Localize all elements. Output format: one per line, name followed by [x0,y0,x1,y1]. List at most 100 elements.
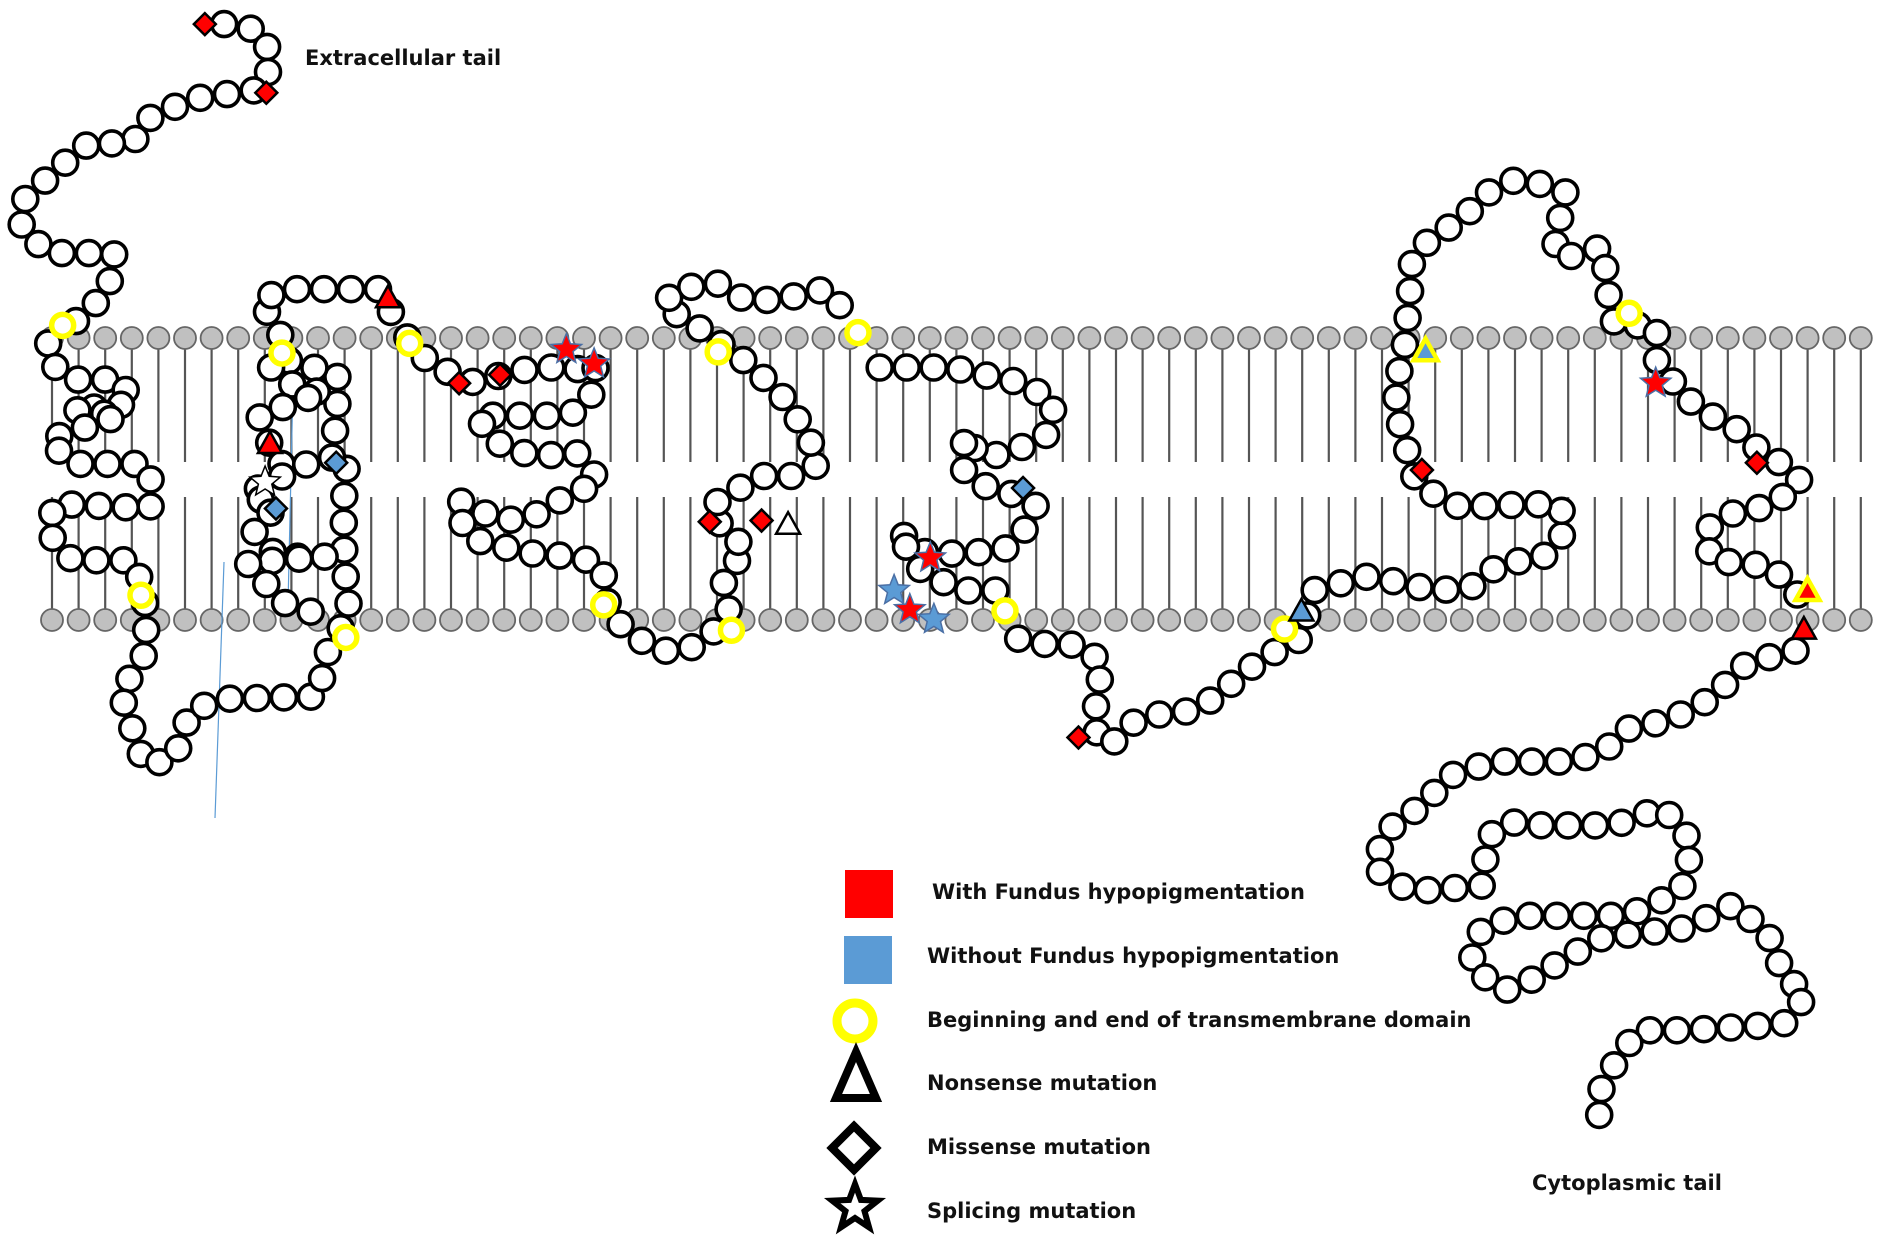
amino-acid-residue [1716,1013,1746,1042]
amino-acid-residue [1695,513,1725,542]
amino-acid-residue [726,283,756,312]
amino-acid-residue [1676,387,1706,416]
tm-boundary-ring-icon [395,329,424,358]
amino-acid-residue [93,449,122,479]
amino-acid-residue [1010,515,1039,544]
amino-acid-residue [1385,409,1415,439]
amino-acid-residue [1674,845,1704,875]
splicing-star-icon [892,591,927,625]
amino-acid-residue [242,683,272,713]
yellow-ring-icon [832,998,878,1044]
amino-acid-residue [50,148,80,177]
amino-acid-residue [651,636,681,666]
amino-acid-residue [724,527,753,557]
lipid-head [1529,608,1554,632]
amino-acid-residue [96,404,125,434]
amino-acid-residue [1471,845,1500,874]
amino-acid-residue [752,285,782,315]
missense-diamond-icon [263,495,289,522]
nonsense-triangle-icon [773,509,803,536]
amino-acid-residue [215,684,245,714]
amino-acid-residue [1499,166,1528,196]
missense-diamond-icon [446,370,472,396]
amino-acid-residue [467,409,497,439]
amino-acid-residue [136,492,165,521]
amino-acid-residue [1021,491,1050,521]
tm-boundary-ring-icon [268,339,296,367]
tm-boundary-ring-icon [589,591,618,619]
amino-acid-residue [776,461,806,491]
amino-acid-residue [71,131,101,160]
amino-acid-residue [1689,1014,1719,1044]
amino-acid-residue [627,626,657,656]
amino-acid-residue [1755,923,1784,953]
amino-acid-residue [257,280,286,310]
amino-acid-residue [1594,280,1623,310]
amino-acid-residue [1781,636,1810,666]
amino-acid-residue [1171,697,1201,726]
lipid-head [1449,326,1474,350]
amino-acid-residue [964,537,994,567]
amino-acid-residue [1352,562,1381,592]
amino-acid-residue [562,439,592,468]
amino-acid-residue [1467,871,1496,901]
amino-acid-residue [37,498,67,528]
lipid-head [1316,326,1341,350]
amino-acid-residue [111,492,140,522]
lipid-head [252,608,277,632]
lipid-head [1104,608,1128,632]
amino-acid-residue [1030,629,1059,659]
amino-acid-residue [99,240,129,269]
amino-acid-residue [121,124,150,154]
amino-acid-residue [518,539,548,568]
amino-acid-residue [1551,178,1580,207]
nonsense-triangle-icon [255,428,285,455]
amino-acid-residue [1672,821,1701,851]
amino-acid-residue [1517,965,1546,995]
amino-acid-residue [7,210,37,239]
lipid-head [1157,608,1182,632]
amino-acid-residue [545,486,575,515]
amino-acid-residue [1490,747,1520,776]
amino-acid-residue [1003,624,1033,654]
lipid-head [306,326,330,350]
lipid-head [1290,326,1315,350]
lipid-head [678,608,703,632]
amino-acid-residue [1057,630,1086,660]
amino-acid-residue [1542,901,1572,931]
amino-acid-residue [1691,903,1721,933]
lipid-head [1662,608,1687,632]
lipid-head [944,608,969,632]
lipid-head [1077,326,1102,350]
lipid-head [1609,608,1634,632]
amino-acid-residue [163,733,193,763]
amino-acid-residue [998,366,1028,396]
amino-acid-residue [1556,241,1586,271]
lipid-head [1157,326,1182,350]
amino-acid-residue [1022,377,1052,407]
amino-acid-residue [1365,857,1395,887]
amino-acid-residue [1698,402,1728,431]
amino-acid-residue [145,747,174,777]
tm-boundary-ring-icon [332,623,360,652]
amino-acid-residue [1300,575,1329,605]
amino-acid-residue [1400,796,1429,826]
lipid-head [1582,326,1607,350]
amino-acid-residue [1529,541,1559,571]
lipid-head [1050,326,1075,350]
amino-acid-residue [1080,642,1109,672]
amino-acid-residue [1615,1028,1644,1058]
amino-acid-residue [505,401,535,431]
lipid-head [1769,326,1793,350]
amino-acid-residue [558,398,588,428]
lipid-head [1848,608,1873,632]
amino-acid-residue [1420,778,1449,808]
amino-acid-residue [40,352,70,382]
amino-acid-residue [296,597,326,627]
triangle-icon [829,1041,883,1102]
amino-acid-residue [805,276,835,305]
amino-acid-residue [1714,547,1744,577]
amino-acid-residue [323,389,352,419]
tm-boundary-ring-icon [844,318,872,347]
lipid-head [439,608,463,632]
